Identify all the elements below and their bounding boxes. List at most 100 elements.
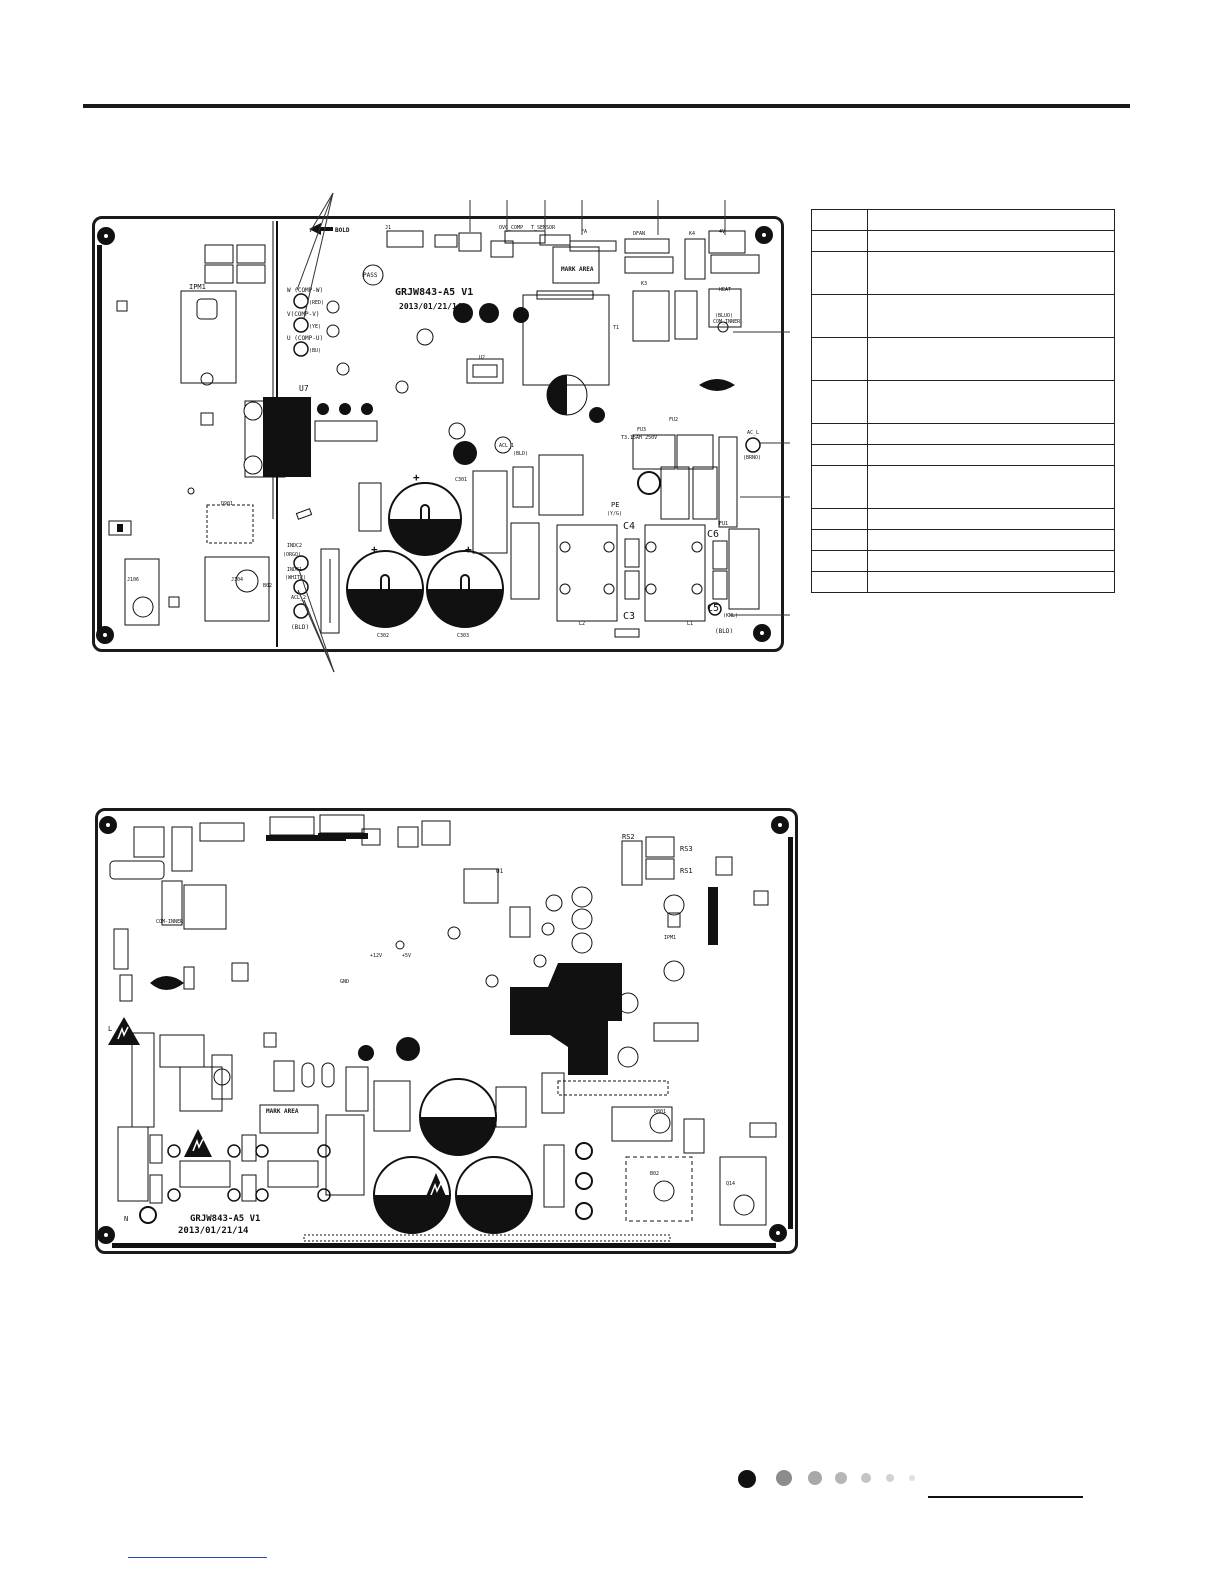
label-com-inner: COM_INNER [713,319,741,325]
label-yg: (Y/G) [607,511,622,517]
label-ipm1: IPM1 [189,283,206,291]
pcb-bottom-view: COM-INNER RS2 RS3 RS1 U1 IPM1 D801 B02 Q… [95,808,798,1254]
label-w-comp: W (COMP-W) [287,287,323,294]
label-c4: C4 [623,521,635,532]
bottom-label-12v: +12V [370,953,382,959]
progress-dot [835,1472,847,1484]
progress-dot [909,1475,915,1481]
bottom-mark-area: MARK AREA [266,1108,299,1115]
legend-cell [811,337,868,381]
legend-cell [867,380,1115,424]
legend-cell [811,550,868,572]
legend-cell [867,251,1115,295]
label-c302: C302 [377,633,389,639]
label-orgo: (ORGO) [283,552,301,558]
pcb-top-view: IPM1 U7 W (COMP-W) V(COMP-V) U (COMP-U) … [92,216,784,652]
label-red: (RED) [309,300,324,306]
legend-cell [811,444,868,466]
legend-cell [867,337,1115,381]
legend-cell [867,571,1115,593]
label-bold: BOLD [335,227,350,234]
label-bu: (BU) [309,348,321,354]
progress-dot [776,1470,792,1486]
bottom-label-ipm1: IPM1 [664,935,676,941]
label-j1: J1 [385,225,391,231]
top-model-label: GRJW843-A5 V1 [395,287,473,298]
label-4v: 4V [719,229,725,235]
legend-cell [867,423,1115,445]
label-c3: C3 [623,611,635,622]
label-b02: B02 [263,583,272,589]
label-t-sensor: T_SENSOR [531,225,556,231]
legend-cell [867,230,1115,252]
label-knl: (KNL) [723,613,738,619]
bottom-label-com-inner: COM-INNER [156,919,184,925]
label-u-comp: U (COMP-U) [287,335,323,342]
label-heat: HEAT [719,287,731,293]
label-bld-3: (BLD) [291,624,309,631]
footer-link-underline [128,1557,267,1558]
legend-cell [811,423,868,445]
label-fu3: FU3 [637,427,646,433]
label-fu2: FU2 [669,417,678,423]
label-t1: T1 [613,325,619,331]
legend-cell [811,251,868,295]
bottom-label-rs1: RS1 [680,867,693,875]
legend-cell [867,550,1115,572]
progress-dot [861,1473,871,1483]
bottom-label-n: N [124,1215,128,1223]
label-dfan: DFAN [633,231,645,237]
legend-cell [867,465,1115,509]
label-j104: J104 [231,577,243,583]
legend-cell [811,380,868,424]
bottom-label-gnd: GND [340,979,349,985]
pass-stamp: PASS [363,272,378,279]
label-bld-2: (BLD) [715,628,733,635]
legend-table [811,209,1115,593]
label-ye: (YE) [309,324,321,330]
pcb-top-svg: IPM1 U7 W (COMP-W) V(COMP-V) U (COMP-U) … [96,221,773,647]
bottom-label-5v: +5V [402,953,411,959]
label-c303: C303 [457,633,469,639]
bottom-label-l: L [108,1025,112,1033]
callout-leaders [296,192,790,673]
label-fa: FA [581,229,587,235]
label-indc2: INDC2 [287,543,302,549]
label-bld-1: (BLD) [513,451,528,457]
label-acl-1: ACL_1 [499,443,514,449]
legend-cell [867,529,1115,551]
legend-cell [867,209,1115,231]
label-fuse-rating: T3.15AH 250V [621,435,657,441]
legend-cell [811,209,868,231]
bottom-label-rs2: RS2 [622,833,635,841]
legend-cell [867,508,1115,530]
bottom-label-u1: U1 [496,868,504,875]
label-d901: D901 [221,501,233,507]
legend-cell [811,571,868,593]
bottom-label-q14: Q14 [726,1181,735,1187]
legend-cell [811,294,868,338]
label-pe: PE [611,501,619,509]
label-u2: U2 [479,355,485,361]
label-u7: U7 [299,384,309,393]
label-j106: J106 [127,577,139,583]
label-plus-c302: + [371,543,378,556]
label-c301: C301 [455,477,467,483]
legend-cell [811,465,868,509]
label-brno: (BRNO) [743,455,761,461]
label-c6: C6 [707,529,719,540]
top-mark-area: MARK AREA [561,266,594,273]
progress-dot-active [738,1470,756,1488]
label-k3: K3 [641,281,647,287]
label-bluo: (BLUO) [715,313,733,319]
legend-cell [867,444,1115,466]
label-l2: L2 [579,621,585,627]
legend-cell [811,230,868,252]
label-k4: K4 [689,231,695,237]
bottom-label-d801: D801 [654,1109,666,1115]
legend-cell [867,294,1115,338]
pcb-bottom-svg: COM-INNER RS2 RS3 RS1 U1 IPM1 D801 B02 Q… [98,814,793,1248]
label-l1: L1 [687,621,693,627]
progress-dot [886,1474,894,1482]
bottom-model-label: GRJW843-A5 V1 [190,1214,260,1224]
